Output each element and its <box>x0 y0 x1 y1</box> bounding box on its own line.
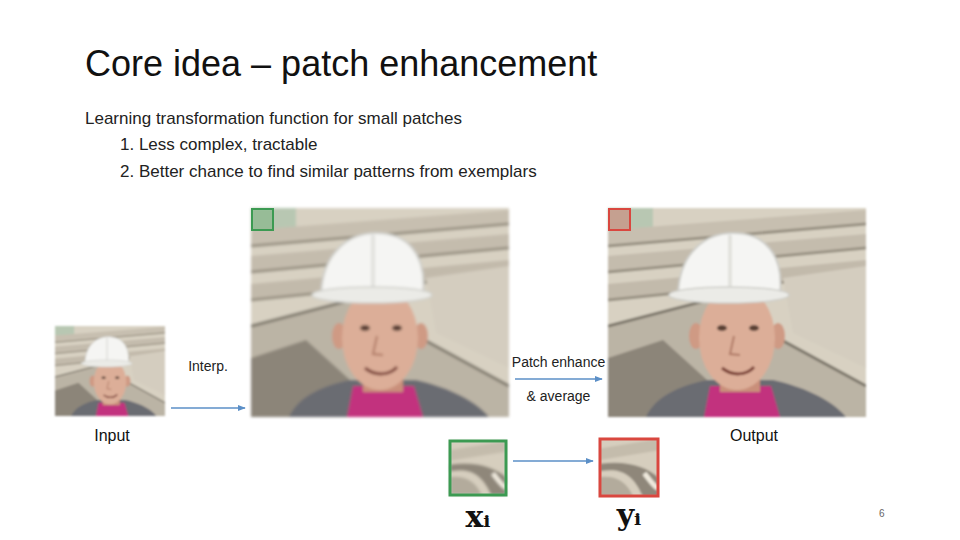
output-image: Output <box>608 208 866 417</box>
flow-arrow <box>171 407 245 409</box>
input-image: Input <box>55 326 165 416</box>
arrow-label: Interp. <box>188 357 228 375</box>
interpolated-image <box>251 208 509 417</box>
slide-title: Core idea – patch enhancement <box>85 41 597 87</box>
image-caption: Output <box>730 426 778 446</box>
body-text: Learning transformation function for sma… <box>85 108 462 130</box>
math-symbol: xᵢ <box>465 498 490 536</box>
flow-arrow <box>515 378 602 380</box>
output-patch: yᵢ <box>599 438 659 497</box>
page-number: 6 <box>879 507 885 521</box>
flow-arrow <box>513 460 593 462</box>
list-item: 2. Better chance to find similar pattern… <box>120 161 537 183</box>
image-caption: Input <box>94 426 130 446</box>
input-patch: xᵢ <box>449 440 507 496</box>
arrow-label: Patch enhance & average <box>509 345 609 413</box>
math-symbol: yᵢ <box>617 496 642 534</box>
list-item: 1. Less complex, tractable <box>120 134 317 156</box>
